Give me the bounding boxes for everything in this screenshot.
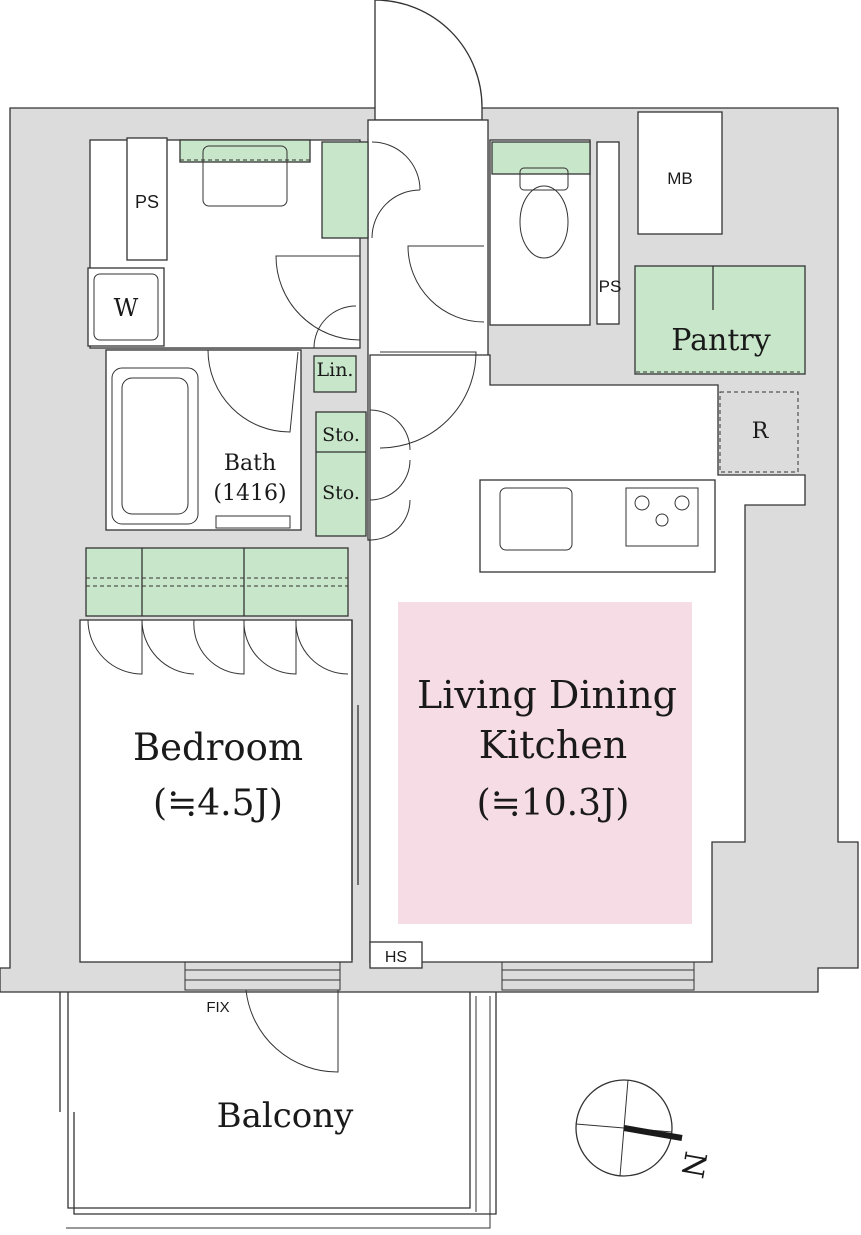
storage-closet bbox=[315, 411, 367, 537]
refrigerator-label: R bbox=[752, 419, 770, 444]
compass-circle bbox=[575, 1079, 673, 1177]
toilet-bowl bbox=[519, 185, 569, 259]
doors bbox=[87, 0, 485, 1073]
toilet-tank bbox=[519, 167, 569, 191]
labels: Living Dining Kitchen (≒10.3J) Bedroom (… bbox=[114, 169, 771, 1181]
storage-units bbox=[85, 139, 806, 617]
storage2-label: Sto. bbox=[322, 482, 360, 504]
bath-label: Bath bbox=[224, 451, 276, 476]
mb-label: MB bbox=[667, 169, 693, 188]
ldk-label-line2: Kitchen bbox=[479, 723, 628, 767]
bath-step bbox=[215, 515, 291, 529]
fix-label: FIX bbox=[206, 999, 229, 1016]
ps-mid-box bbox=[596, 141, 620, 325]
bedroom-room bbox=[79, 619, 353, 963]
bedroom-closet bbox=[85, 547, 349, 617]
fixtures bbox=[87, 111, 799, 969]
bath-size-label: (1416) bbox=[213, 481, 286, 506]
hs-box bbox=[369, 941, 423, 969]
bedroom-label: Bedroom bbox=[133, 726, 303, 769]
bath-room bbox=[105, 349, 302, 531]
mb-box bbox=[637, 111, 723, 235]
stove bbox=[625, 487, 699, 547]
balcony-area bbox=[59, 992, 497, 1229]
ldk-label-line1: Living Dining bbox=[417, 673, 677, 717]
shoe-closet bbox=[321, 141, 369, 239]
washer-box bbox=[87, 267, 165, 347]
toilet-shelf bbox=[491, 141, 591, 175]
linen-label: Lin. bbox=[317, 359, 354, 381]
linen-closet bbox=[313, 355, 357, 393]
washer-label: W bbox=[114, 294, 139, 322]
hs-label: HS bbox=[385, 949, 407, 966]
pantry-label: Pantry bbox=[671, 323, 770, 358]
wash-basin bbox=[202, 145, 288, 207]
kitchen-sink bbox=[499, 487, 573, 551]
ps-top-box bbox=[126, 137, 168, 261]
north-label: N bbox=[674, 1149, 713, 1181]
vanity-shelf bbox=[179, 139, 311, 163]
storage1-label: Sto. bbox=[322, 424, 360, 446]
ps-mid-label: PS bbox=[599, 277, 622, 296]
kitchen-counter bbox=[479, 479, 716, 573]
bathtub bbox=[111, 367, 199, 525]
pantry-unit bbox=[634, 265, 806, 375]
balcony-label: Balcony bbox=[217, 1096, 355, 1136]
windows bbox=[184, 961, 695, 991]
north-needle bbox=[623, 1125, 683, 1141]
compass bbox=[575, 1079, 683, 1177]
ps-top-label: PS bbox=[135, 192, 159, 212]
ldk-highlight bbox=[398, 602, 692, 924]
refrigerator-space bbox=[719, 391, 799, 473]
ldk-size-label: (≒10.3J) bbox=[477, 783, 630, 824]
bedroom-size-label: (≒4.5J) bbox=[153, 783, 283, 824]
